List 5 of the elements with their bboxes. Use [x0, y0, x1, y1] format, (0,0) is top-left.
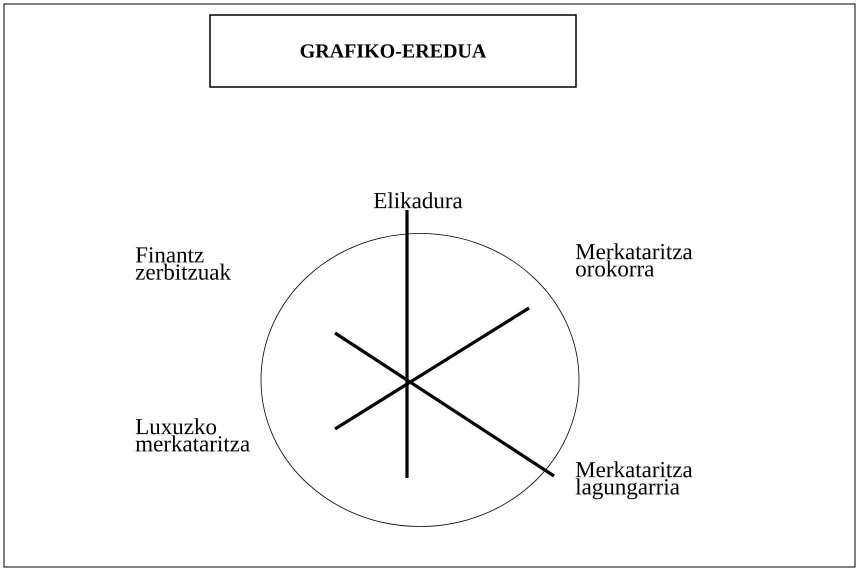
category-label: Merkataritza lagungarria [576, 461, 692, 500]
category-label: Elikadura [374, 192, 462, 208]
category-label: Merkataritza orokorra [576, 243, 692, 277]
title-box: GRAFIKO-EREDUA [209, 14, 577, 88]
category-label: Finantz zerbitzuak [136, 247, 231, 280]
